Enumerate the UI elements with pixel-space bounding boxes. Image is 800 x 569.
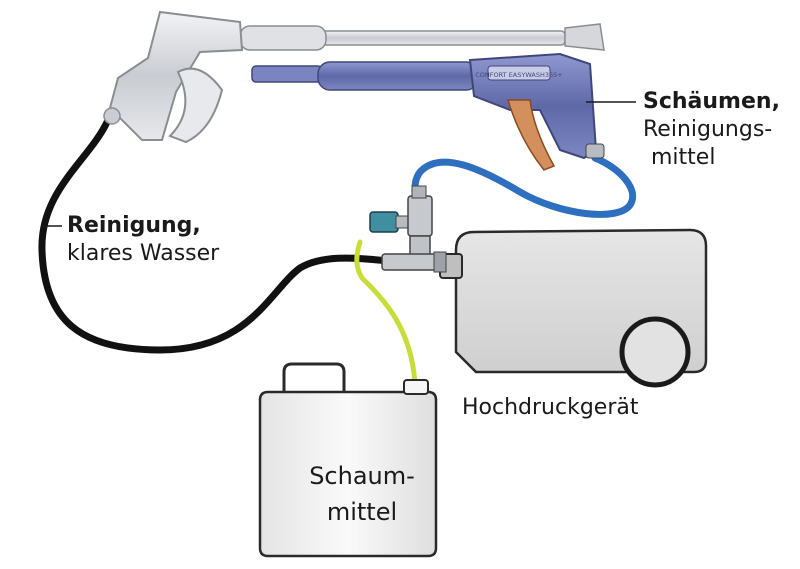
foam-hose xyxy=(411,154,636,218)
clean-label-line2: klares Wasser xyxy=(67,241,220,266)
gun-branding: CONFORT EASYWASH365+ xyxy=(475,71,563,79)
canister-label-line1: Schaum- xyxy=(309,462,415,490)
clean-label-title: Reinigung, xyxy=(67,213,201,238)
clean-label: Reinigung, klares Wasser xyxy=(67,212,219,268)
foam-label-line2: Reinigungs- xyxy=(643,117,773,142)
wheel-icon xyxy=(619,316,691,388)
foam-label: Schäumen, Reinigungs- mittel xyxy=(643,88,780,172)
foam-label-line3: mittel xyxy=(651,145,716,170)
foam-label-title: Schäumen, xyxy=(643,89,780,114)
water-hose xyxy=(38,116,399,354)
machine-label: Hochdruckgerät xyxy=(462,395,639,420)
canister-label-line2: mittel xyxy=(326,498,398,526)
suction-hose xyxy=(354,239,418,388)
spray-gun-icon xyxy=(103,10,605,144)
injector-valve-icon xyxy=(369,185,447,273)
pressure-washer-icon xyxy=(439,228,708,388)
foam-gun-icon: CONFORT EASYWASH365+ xyxy=(251,52,605,171)
canister-label: Schaum- mittel xyxy=(296,458,428,530)
canister-icon xyxy=(258,362,438,558)
